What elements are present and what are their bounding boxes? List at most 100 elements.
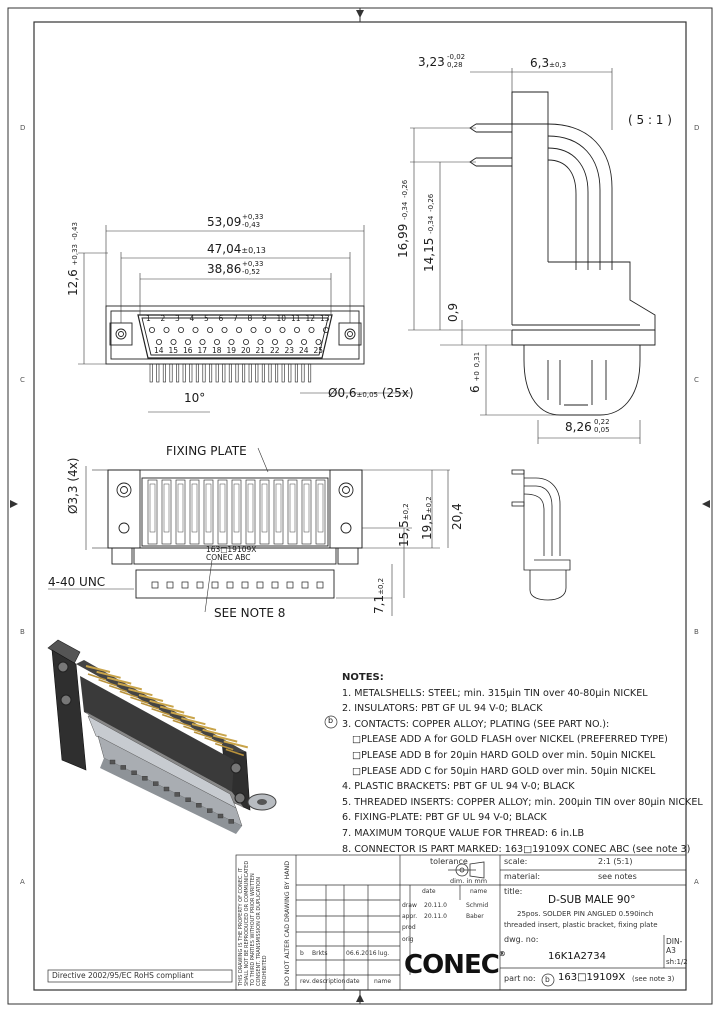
bottom-view-contacts (147, 479, 326, 545)
pin-lead (248, 363, 252, 383)
pin-lead (294, 363, 298, 383)
contact-strip (175, 479, 186, 545)
tb-title-line3: threaded insert, plastic bracket, fixing… (504, 921, 658, 929)
pin-contact (279, 326, 286, 333)
pin-contact (286, 338, 293, 345)
pin-number: 19 (226, 346, 237, 355)
company-logo: CONEC® (404, 950, 506, 980)
contact-inner (219, 483, 226, 533)
gold-pin (191, 723, 217, 731)
tb-part-value: 163□19109X (558, 972, 626, 983)
label-see-note-8: SEE NOTE 8 (214, 606, 286, 620)
contact-strip (203, 479, 214, 545)
side-view-dimensions (408, 68, 641, 444)
gold-pin (96, 670, 121, 679)
dim-53-09-tol: +0,33-0,43 (242, 213, 264, 229)
tb-appr-label: appr. (402, 913, 418, 920)
iso-socket-hole (152, 781, 159, 786)
frame-centre-marks (10, 8, 710, 1004)
pin-contact (228, 338, 235, 345)
tb-part-rev: b (545, 975, 550, 984)
pin-number: 17 (197, 346, 208, 355)
dim-53-09: 53,09 (207, 215, 242, 229)
gold-pin (130, 696, 149, 704)
dim-15-5: 15,5±0,2 (397, 503, 411, 547)
pin-number: 14 (154, 346, 164, 355)
pin-contact (264, 326, 271, 333)
isometric-gold-pins (85, 665, 249, 757)
gold-pin (140, 702, 160, 710)
tb-dwg-value: 16K1A2734 (548, 951, 606, 962)
gold-pin (181, 717, 206, 726)
contact-strip (217, 479, 228, 545)
iso-socket-hole (174, 792, 181, 797)
rev-markers (324, 715, 555, 987)
bottom-view-socket-holes (151, 581, 324, 589)
small-side-view (511, 469, 571, 601)
pin-number: 6 (218, 314, 224, 323)
pin-lead (268, 363, 272, 383)
isometric-render (47, 639, 277, 834)
socket-hole (211, 581, 219, 589)
iso-socket-hole (120, 765, 127, 770)
side-view (469, 91, 656, 416)
front-view-dimensions (78, 225, 410, 413)
contact-inner (191, 483, 198, 533)
tb-rev-hdr: rev. (300, 978, 312, 985)
note-3b: □PLEASE ADD B for 20µin HARD GOLD over m… (352, 749, 656, 761)
dim-pin-diameter: Ø0,6±0,05 (25x) (328, 386, 414, 400)
pin-number: 18 (212, 346, 222, 355)
pin-number: 21 (255, 346, 266, 355)
pin-contact (163, 326, 170, 333)
tb-rev-date: 06.6.2016 (346, 950, 377, 957)
tb-rev-change: Brkts (312, 950, 328, 957)
pin-lead (149, 363, 153, 383)
pin-lead (209, 363, 213, 383)
gold-pin (214, 742, 234, 751)
contact-strip (287, 479, 298, 545)
contact-inner (149, 483, 156, 533)
pin-number: 7 (233, 314, 238, 323)
rohs-box (47, 969, 233, 983)
contact-inner (163, 483, 170, 533)
pin-number: 13 (320, 314, 330, 323)
pin-lead (202, 363, 206, 383)
contact-inner (275, 483, 282, 533)
socket-hole (256, 581, 264, 589)
pin-contact (271, 338, 278, 345)
note-1: 1. METALSHELLS: STEEL; min. 315µin TIN o… (342, 687, 648, 699)
gold-pin (212, 734, 238, 743)
gold-pin (204, 737, 223, 745)
iso-socket-hole (196, 803, 202, 808)
pin-number: 15 (168, 346, 179, 355)
pin-lead (308, 363, 312, 383)
pin-contact (308, 326, 315, 333)
pin-contact (192, 326, 199, 333)
note-3a: □PLEASE ADD A for GOLD FLASH over NICKEL… (352, 734, 668, 746)
tolerance-symbol (448, 861, 485, 879)
note-4: 4. PLASTIC BRACKETS: PBT GF UL 94 V-0; B… (342, 781, 575, 793)
dim-3-3-4x: Ø3,3 (4x) (66, 457, 80, 514)
pin-lead (156, 363, 160, 383)
pin-lead (288, 363, 292, 383)
tb-tolerance: tolerance (430, 857, 468, 866)
pin-lead (275, 363, 279, 383)
contact-strip (231, 479, 242, 545)
pin-lead (281, 363, 285, 383)
pin-lead (162, 363, 166, 383)
contact-inner (233, 483, 240, 533)
gold-pin (149, 699, 174, 708)
tb-title-label: title: (504, 887, 523, 896)
note-6: 6. FIXING-PLATE: PBT GF UL 94 V-0; BLACK (342, 812, 547, 824)
socket-hole (286, 581, 294, 589)
tb-part-note: (see note 3) (632, 975, 675, 983)
gold-pin (85, 665, 111, 673)
dim-47-04: 47,04±0,13 (207, 242, 266, 256)
pin-number: 10 (276, 314, 287, 323)
front-view-pins-top (148, 326, 329, 333)
copyright-note: THIS DRAWING IS THE PROPERTY OF CONEC. I… (238, 860, 268, 986)
gold-pin (172, 719, 192, 728)
tb-descr-hdr: description (312, 978, 346, 985)
pin-number: 9 (262, 314, 267, 323)
dim-8-26: 8,26 (565, 420, 592, 434)
